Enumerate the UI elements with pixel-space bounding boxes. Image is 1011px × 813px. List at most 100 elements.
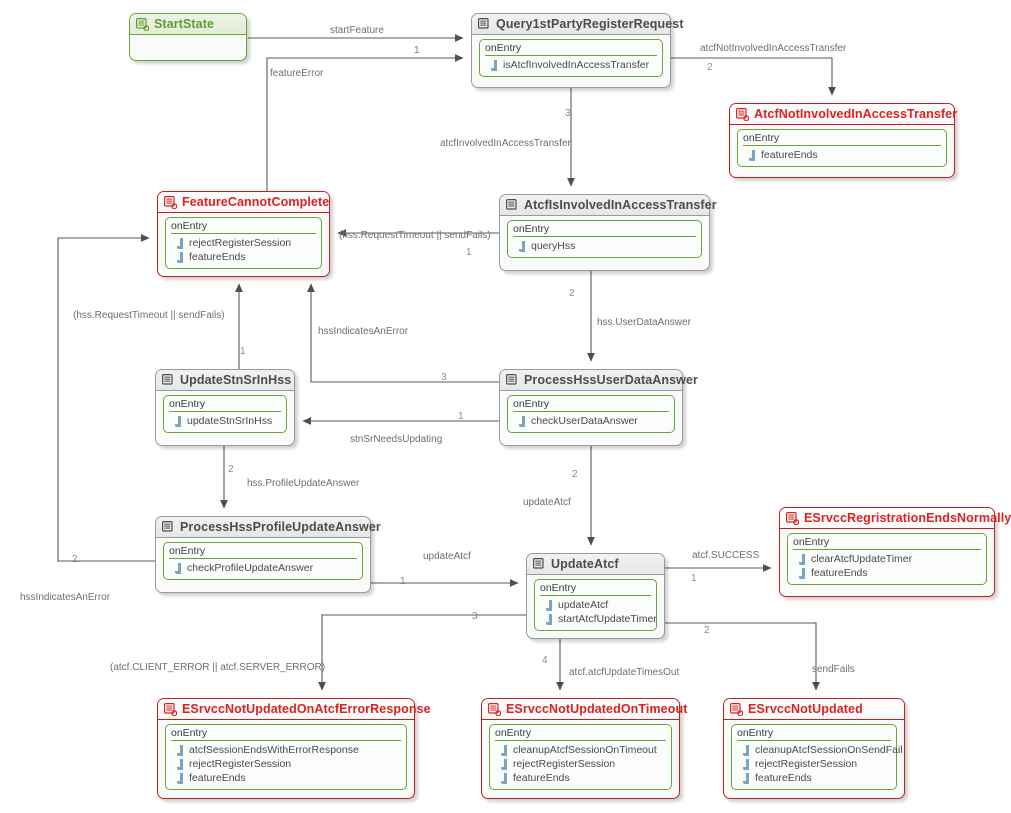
- state-final-icon: [786, 511, 799, 525]
- action-label: clearAtcfUpdateTimer: [811, 553, 913, 565]
- onentry-label: onEntry: [743, 132, 941, 146]
- transition-label-t-atcf-success: atcf.SUCCESS: [692, 550, 760, 561]
- java-action-icon: [743, 758, 750, 770]
- state-icon: [506, 198, 519, 212]
- action-label: rejectRegisterSession: [755, 758, 858, 770]
- onentry-action[interactable]: queryHss: [513, 239, 696, 253]
- state-node-start-state[interactable]: StartState: [129, 13, 247, 61]
- state-header-update-atcf: UpdateAtcf: [527, 554, 664, 575]
- state-title: ProcessHssProfileUpdateAnswer: [180, 520, 381, 534]
- transition-label-t-atcf-involved: atcfInvolvedInAccessTransfer: [440, 138, 571, 149]
- action-label: featureEnds: [755, 772, 812, 784]
- state-start-icon: [136, 17, 149, 31]
- java-action-icon: [799, 553, 806, 565]
- state-title: StartState: [154, 17, 215, 31]
- onentry-action[interactable]: checkUserDataAnswer: [513, 414, 669, 428]
- transition-order-t-update-atcf-from-user-data: 2: [572, 469, 578, 480]
- transition-label-t-hss-indicates-an-error-2: hssIndicatesAnError: [20, 592, 111, 603]
- action-label: checkProfileUpdateAnswer: [187, 562, 314, 574]
- onentry-action[interactable]: featureEnds: [495, 771, 666, 785]
- onentry-action[interactable]: rejectRegisterSession: [737, 757, 891, 771]
- state-node-atcf-not-involved-in-access-transfer[interactable]: AtcfNotInvolvedInAccessTransfer onEntry fe…: [729, 103, 958, 178]
- action-label: featureEnds: [811, 567, 868, 579]
- transition-label-t-hss-user-data-answer: hss.UserDataAnswer: [597, 317, 691, 328]
- state-icon: [533, 557, 546, 571]
- transition-label-t-hss-indicates-an-error-1: hssIndicatesAnError: [318, 326, 409, 337]
- transition-label-t-hss-request-timeout-2: (hss.RequestTimeout || sendFails): [73, 310, 225, 321]
- onentry-action[interactable]: checkProfileUpdateAnswer: [169, 561, 357, 575]
- transition-label-t-atcf-update-times-out: atcf.atcfUpdateTimesOut: [569, 667, 680, 678]
- action-label: rejectRegisterSession: [513, 758, 616, 770]
- state-title: ESrvccRegristrationEndsNormally: [804, 511, 1011, 525]
- state-title: FeatureCannotComplete: [182, 195, 330, 209]
- state-icon: [506, 373, 519, 387]
- java-action-icon: [749, 149, 756, 161]
- onentry-action[interactable]: isAtcfInvolvedInAccessTransfer: [485, 58, 657, 72]
- onentry-label: onEntry: [540, 582, 651, 596]
- onentry-action[interactable]: featureEnds: [737, 771, 891, 785]
- action-label: queryHss: [531, 240, 576, 252]
- action-label: featureEnds: [189, 251, 246, 263]
- java-action-icon: [743, 744, 750, 756]
- edge-atcf-error: [318, 614, 526, 691]
- onentry-action[interactable]: featureEnds: [793, 566, 981, 580]
- onentry-action[interactable]: atcfSessionEndsWithErrorResponse: [171, 743, 401, 757]
- onentry-action[interactable]: updateStnSrInHss: [169, 414, 281, 428]
- edge-hss-indicates-an-error-2: [57, 234, 155, 562]
- onentry-action[interactable]: featureEnds: [171, 250, 316, 264]
- state-title: AtcfNotInvolvedInAccessTransfer: [754, 107, 958, 121]
- onentry-action[interactable]: featureEnds: [743, 148, 941, 162]
- transition-label-t-atcf-not-involved: atcfNotInvolvedInAccessTransfer: [700, 43, 847, 54]
- transition-order-t-feature-error: 1: [414, 45, 420, 56]
- state-title: ProcessHssUserDataAnswer: [524, 373, 699, 387]
- state-title: ESrvccNotUpdated: [748, 702, 863, 716]
- onentry-action[interactable]: updateAtcf: [540, 598, 651, 612]
- transition-order-t-hss-indicates-an-error-2: 2: [72, 554, 78, 565]
- transition-order-t-stn-sr-needs-updating: 1: [458, 411, 464, 422]
- state-header-start-state: StartState: [130, 14, 246, 35]
- java-action-icon: [743, 772, 750, 784]
- edge-atcf-not-involved: [671, 57, 836, 96]
- state-icon: [162, 373, 175, 387]
- transition-order-t-atcf-success: 1: [691, 573, 697, 584]
- onentry-action[interactable]: rejectRegisterSession: [171, 757, 401, 771]
- state-icon: [478, 17, 491, 31]
- transition-order-t-start-feature: 1: [414, 45, 420, 56]
- onentry-action[interactable]: startAtcfUpdateTimer: [540, 612, 657, 626]
- transition-label-t-stn-sr-needs-updating: stnSrNeedsUpdating: [350, 434, 443, 445]
- onentry-action[interactable]: rejectRegisterSession: [171, 236, 316, 250]
- onentry-label: onEntry: [169, 398, 281, 412]
- onentry-action[interactable]: featureEnds: [171, 771, 401, 785]
- action-label: cleanupAtcfSessionOnSendFail: [755, 744, 903, 756]
- java-action-icon: [175, 415, 182, 427]
- onentry-action[interactable]: cleanupAtcfSessionOnSendFail: [737, 743, 903, 757]
- onentry-action[interactable]: rejectRegisterSession: [495, 757, 666, 771]
- onentry-action[interactable]: clearAtcfUpdateTimer: [793, 552, 981, 566]
- action-label: updateStnSrInHss: [187, 415, 273, 427]
- state-header-query-1st-party-register-request: Query1stPartyRegisterRequest: [472, 14, 684, 35]
- onentry-action[interactable]: cleanupAtcfSessionOnTimeout: [495, 743, 666, 757]
